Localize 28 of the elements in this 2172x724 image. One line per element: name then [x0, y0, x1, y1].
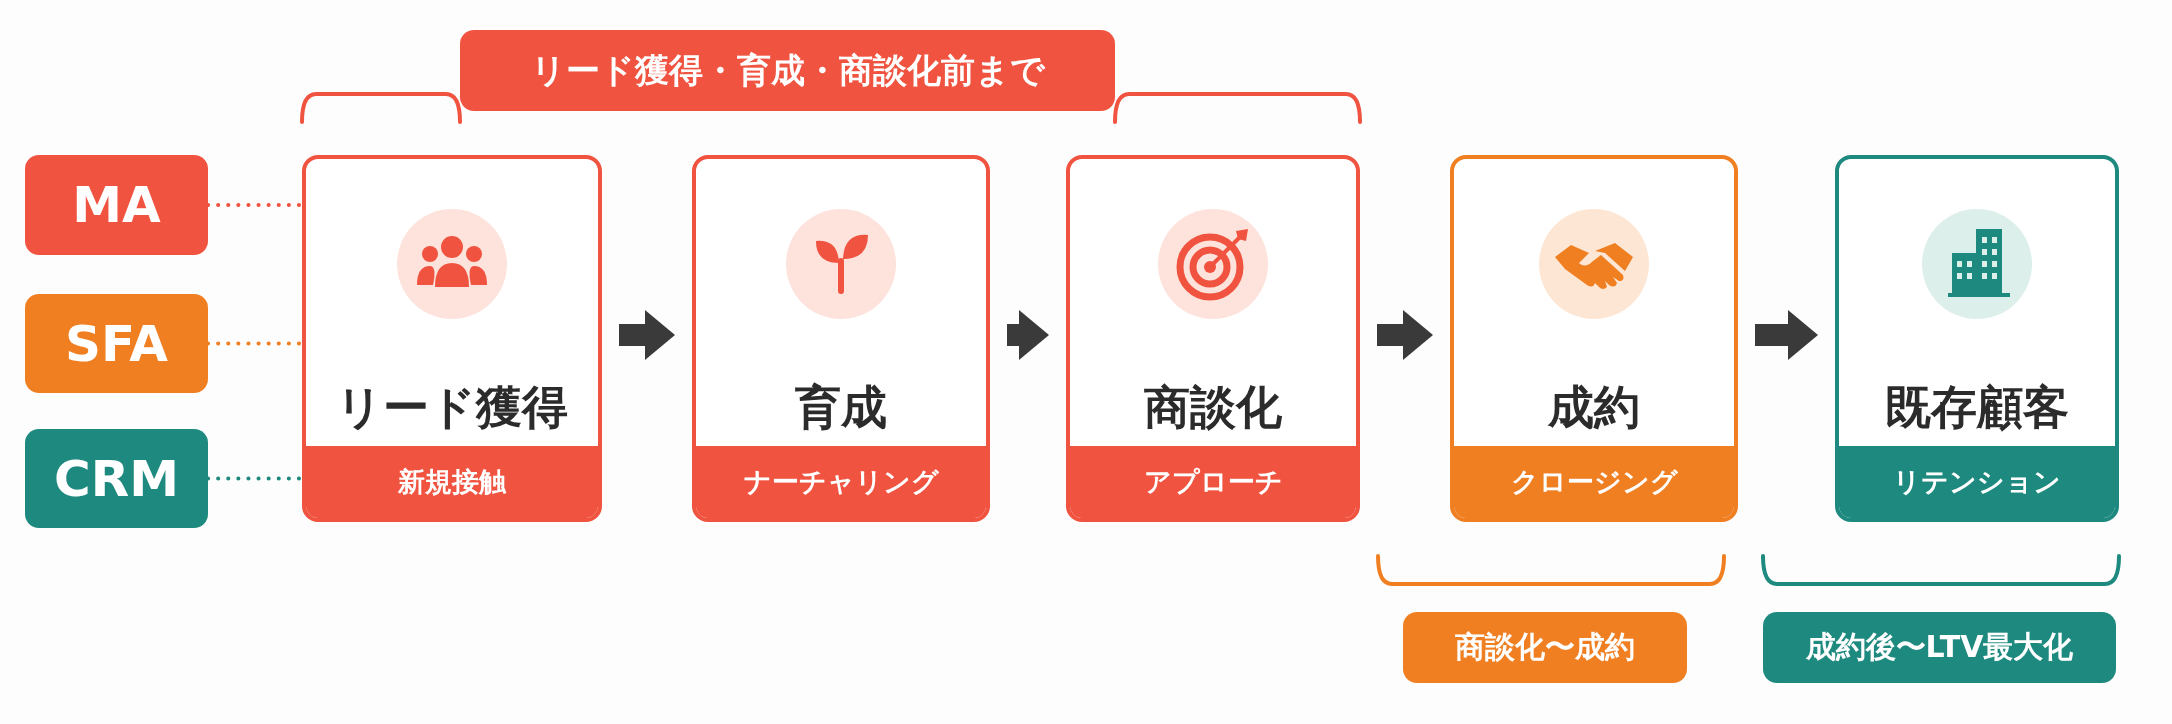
step-title: 既存顧客	[1885, 379, 2069, 436]
step-card	[692, 155, 990, 522]
step-title: 成約	[1548, 379, 1640, 436]
system-tag: CRM	[25, 429, 208, 528]
range-label: 成約後〜LTV最大化	[1763, 612, 2116, 683]
step-title: 商談化	[1144, 379, 1282, 436]
step-band: クロージング	[1454, 446, 1734, 518]
arrow	[1377, 310, 1433, 360]
arrow	[619, 310, 675, 360]
dotted-connector	[206, 341, 304, 346]
system-tag: SFA	[25, 294, 208, 393]
step-card	[302, 155, 602, 522]
step-band: アプローチ	[1070, 446, 1356, 518]
dotted-connector	[206, 476, 304, 481]
system-tag: MA	[25, 155, 208, 255]
step-title: リード獲得	[336, 379, 568, 436]
range-label: 商談化〜成約	[1403, 612, 1687, 683]
step-card	[1835, 155, 2119, 522]
step-card	[1066, 155, 1360, 522]
step-band: リテンション	[1839, 446, 2115, 518]
arrow	[1007, 310, 1049, 360]
step-band: ナーチャリング	[696, 446, 986, 518]
range-label: リード獲得・育成・商談化前まで	[460, 30, 1115, 111]
arrow	[1755, 310, 1818, 360]
step-title: 育成	[795, 379, 887, 436]
dotted-connector	[206, 203, 304, 207]
step-card	[1450, 155, 1738, 522]
step-band: 新規接触	[306, 446, 598, 518]
